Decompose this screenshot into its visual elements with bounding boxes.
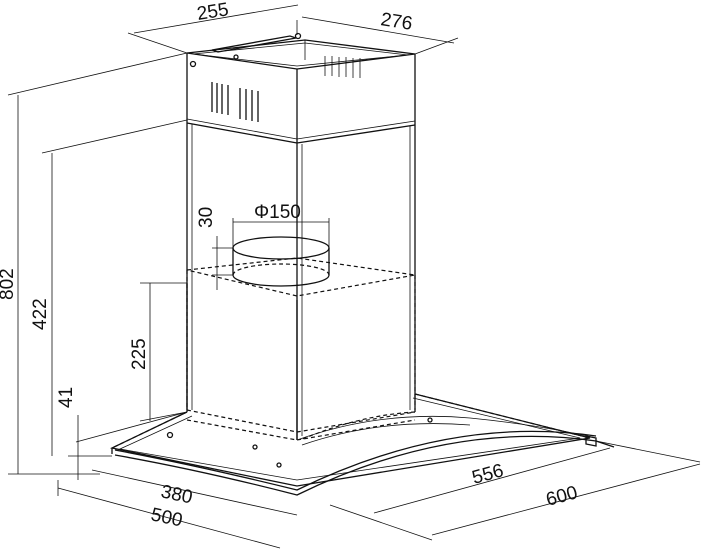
dim-lower-chimney-height: 225 — [129, 338, 150, 370]
lower-chimney — [186, 123, 416, 440]
upper-chimney — [186, 32, 416, 144]
dim-chimney-height: 422 — [30, 298, 51, 330]
dim-top-width: 276 — [379, 9, 414, 35]
dim-total-height: 802 — [0, 268, 18, 300]
dim-glass-width: 600 — [544, 482, 580, 510]
dim-lines — [7, 4, 701, 549]
vent-slots-right — [324, 56, 361, 78]
dim-glass-depth: 500 — [149, 504, 184, 531]
vent-slots-left — [211, 82, 259, 122]
canopy — [109, 393, 591, 487]
duct-collar — [232, 236, 330, 287]
dim-canopy-height: 41 — [56, 387, 77, 408]
dim-glass-inner-width: 556 — [470, 460, 506, 488]
dim-duct-diameter: Φ150 — [254, 202, 301, 223]
dim-collar-height: 30 — [196, 207, 217, 228]
chimney-top-rim — [186, 39, 416, 70]
mounting-bracket — [211, 35, 297, 53]
dim-top-depth: 255 — [195, 0, 230, 25]
curved-glass-panel — [114, 415, 615, 496]
dim-glass-inner-depth: 380 — [159, 481, 194, 508]
